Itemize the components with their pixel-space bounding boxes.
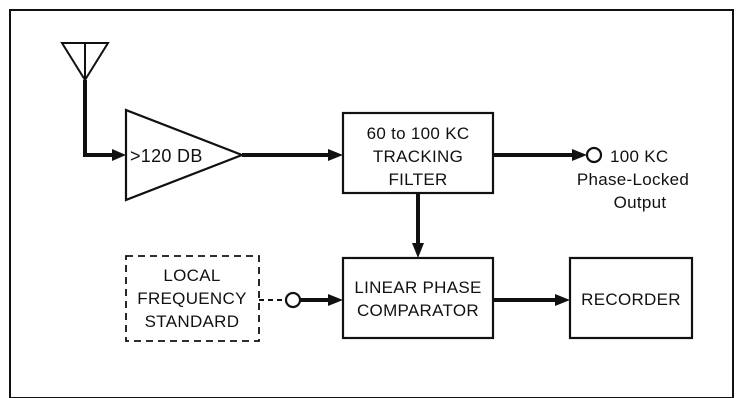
- local-standard-line-1: LOCAL: [163, 266, 220, 285]
- comparator-reference-arrow: [328, 294, 343, 306]
- output-label-line-3: Output: [614, 193, 667, 212]
- comparator-line-1: LINEAR PHASE: [354, 278, 481, 297]
- tracking-filter-line-1: 60 to 100 KC: [367, 124, 470, 143]
- tracking-filter-line-3: FILTER: [388, 170, 447, 189]
- comparator-line-2: COMPARATOR: [357, 301, 479, 320]
- local-frequency-standard-block: [125, 255, 260, 342]
- output-label-line-1: 100 KC: [610, 147, 669, 166]
- output-label-line-2: Phase-Locked: [577, 170, 689, 189]
- recorder-label: RECORDER: [581, 290, 681, 309]
- amplifier-block: [124, 108, 246, 202]
- amplifier-label: >120 DB: [130, 146, 203, 166]
- recorder-input-arrow: [555, 294, 570, 306]
- comparator-input-arrow: [412, 243, 424, 258]
- local-standard-line-3: STANDARD: [145, 312, 240, 331]
- filter-input-arrow: [328, 149, 343, 161]
- linear-phase-comparator-block: [341, 256, 495, 340]
- antenna-feed-line: [83, 80, 114, 157]
- diagram-frame: [9, 9, 734, 398]
- output-terminal: [585, 146, 603, 164]
- recorder-block: [568, 256, 694, 340]
- local-standard-line-2: FREQUENCY: [137, 289, 246, 308]
- output-arrow: [572, 149, 587, 161]
- local-standard-terminal: [284, 291, 302, 309]
- antenna-icon: [60, 42, 110, 82]
- tracking-filter-line-2: TRACKING: [373, 147, 463, 166]
- amplifier-input-arrow: [112, 149, 126, 161]
